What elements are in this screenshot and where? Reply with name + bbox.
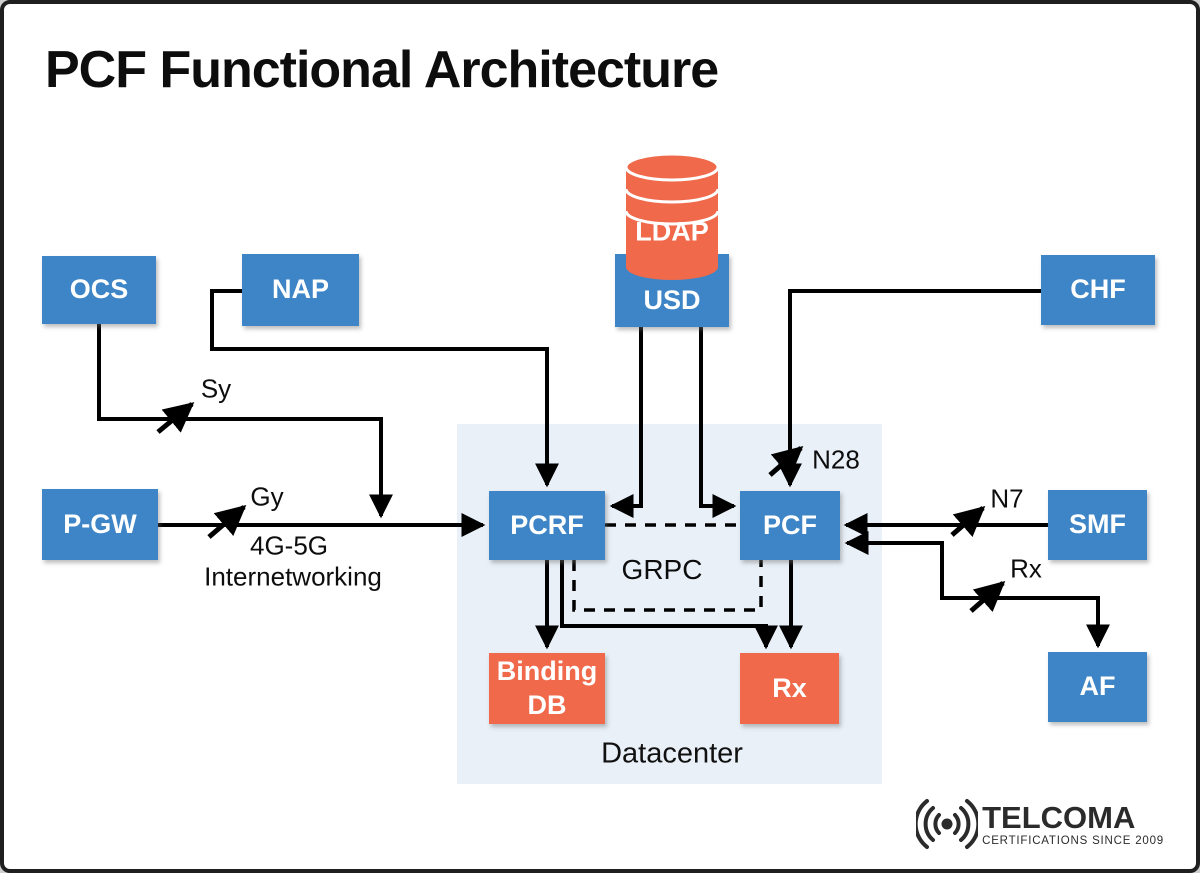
logo-name: TELCOMA [982, 799, 1136, 835]
connector-usd-pcf [699, 327, 737, 518]
node-ocs: OCS [42, 256, 156, 324]
n28-interface-arrow-icon [768, 446, 804, 478]
interface-label-grpc: GRPC [621, 554, 703, 585]
node-af: AF [1048, 652, 1147, 722]
node-nap: NAP [242, 254, 359, 326]
connector-pcrf-rx [560, 560, 778, 650]
datacenter-label: Datacenter [601, 737, 743, 770]
interface-label-rx: Rx [1010, 553, 1042, 584]
sy-interface-arrow-icon [156, 402, 195, 434]
connector-ocs-sy [97, 324, 393, 519]
node-smf: SMF [1048, 490, 1147, 560]
node-ldap-label: LDAP [635, 216, 709, 247]
node-binding-db: Binding DB [489, 653, 605, 724]
telcoma-logo: TELCOMA CERTIFICATIONS SINCE 2009 [916, 797, 1164, 851]
signal-waves-icon [916, 799, 979, 849]
node-af-label: AF [1079, 671, 1116, 702]
node-rx-label: Rx [772, 672, 807, 703]
interface-label-n7: N7 [990, 483, 1024, 514]
logo-tagline: CERTIFICATIONS SINCE 2009 [982, 834, 1164, 847]
node-smf-label: SMF [1069, 509, 1126, 540]
gy-interface-arrow-icon [207, 505, 247, 539]
node-chf: CHF [1041, 255, 1155, 325]
internetworking-label-line1: 4G-5G [249, 530, 329, 561]
interface-label-sy: Sy [200, 373, 232, 404]
rx-interface-arrow-icon [969, 581, 1006, 613]
node-binding-db-label: Binding DB [496, 655, 598, 720]
node-ocs-label: OCS [69, 274, 129, 305]
node-pcrf-label: PCRF [510, 509, 584, 540]
interface-label-gy: Gy [250, 481, 284, 512]
node-pgw-label: P-GW [63, 508, 137, 539]
connector-grpc-dashed-loop [572, 560, 763, 612]
datacenter-region [457, 424, 882, 784]
node-usd-label: USD [643, 285, 701, 316]
ldap-database-icon [624, 152, 720, 280]
node-pcf-label: PCF [763, 509, 817, 540]
n7-interface-arrow-icon [950, 506, 986, 538]
node-nap-label: NAP [271, 274, 329, 305]
interface-label-n28: N28 [812, 444, 860, 475]
internetworking-label-line2: Internetworking [204, 561, 382, 592]
node-pgw: P-GW [42, 489, 158, 560]
page-title: PCF Functional Architecture [45, 41, 719, 99]
node-chf-label: CHF [1070, 274, 1126, 305]
connector-pcf-af-rx [844, 531, 1110, 649]
connector-nap-pcrf [210, 289, 559, 488]
node-rx: Rx [740, 653, 839, 724]
node-pcrf: PCRF [489, 491, 605, 560]
connector-usd-pcrf [609, 327, 643, 518]
connector-chf-pcf [778, 289, 1041, 488]
node-pcf: PCF [740, 491, 840, 560]
connector-layer [97, 289, 1110, 650]
